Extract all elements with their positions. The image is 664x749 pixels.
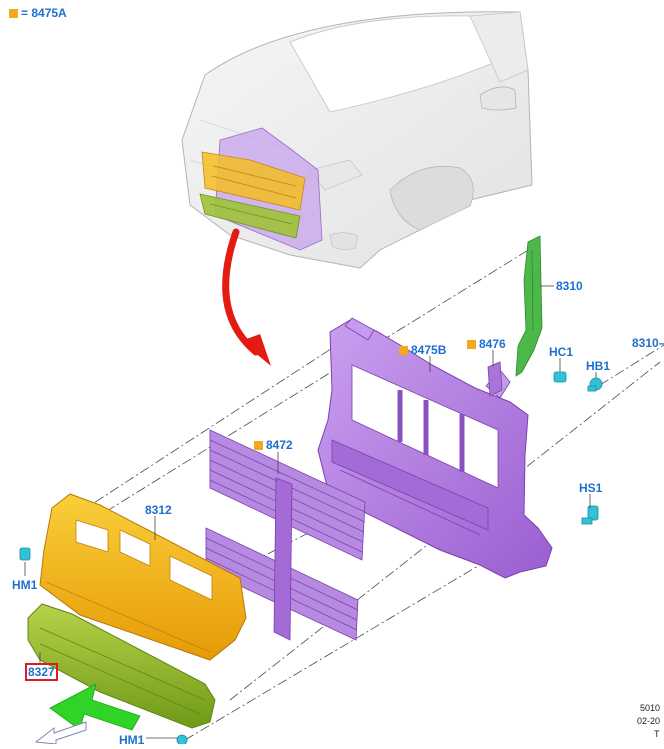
callout-8310: 8310 — [556, 279, 583, 293]
radiator-support-8475b — [317, 317, 553, 579]
lower-shield-8327 — [27, 603, 216, 729]
new-part-square-icon — [399, 346, 408, 355]
doc-code: 5010 — [640, 703, 661, 713]
callout-8476: 8476 — [467, 337, 506, 351]
legend-text: = 8475A — [21, 6, 67, 20]
callout-hs1: HS1 — [579, 481, 603, 495]
callout-hc1: HC1 — [549, 345, 574, 359]
bracket-8310 — [515, 235, 543, 377]
callout-hm1-left: HM1 — [12, 578, 38, 592]
callout-hb1: HB1 — [586, 359, 611, 373]
legend: = 8475A — [9, 6, 67, 20]
new-part-square-icon — [467, 340, 476, 349]
arrow-red-icon — [222, 228, 271, 366]
callout-8312: 8312 — [145, 503, 172, 517]
fastener-hb1 — [587, 377, 603, 392]
doc-date: 02-20 — [637, 716, 661, 726]
arrow-white-icon — [34, 721, 87, 745]
callout-hm1-bottom: HM1 — [119, 733, 145, 747]
air-deflector-8312 — [39, 493, 247, 661]
callout-8310-right: 8310– — [632, 336, 664, 350]
inset-lower-shield — [199, 193, 301, 239]
doc-suffix: T — [654, 729, 660, 739]
callout-8472: 8472 — [254, 438, 293, 452]
callout-8327: 8327 — [25, 663, 58, 681]
fastener-hm1-bottom — [176, 734, 188, 746]
highlight-box: 8327 — [25, 663, 58, 681]
new-part-square-icon — [254, 441, 263, 450]
inset-deflector — [201, 151, 306, 211]
new-part-square-icon — [9, 9, 18, 18]
part-8476 — [487, 361, 503, 397]
fastener-hs1 — [581, 505, 599, 525]
fastener-hc1 — [553, 371, 567, 383]
vehicle-front-view — [181, 11, 533, 269]
callout-8475b: 8475B — [399, 343, 446, 357]
callout-leaders — [24, 285, 597, 739]
fastener-hm1-left — [19, 547, 31, 561]
grille-shutter-8472 — [205, 429, 366, 641]
